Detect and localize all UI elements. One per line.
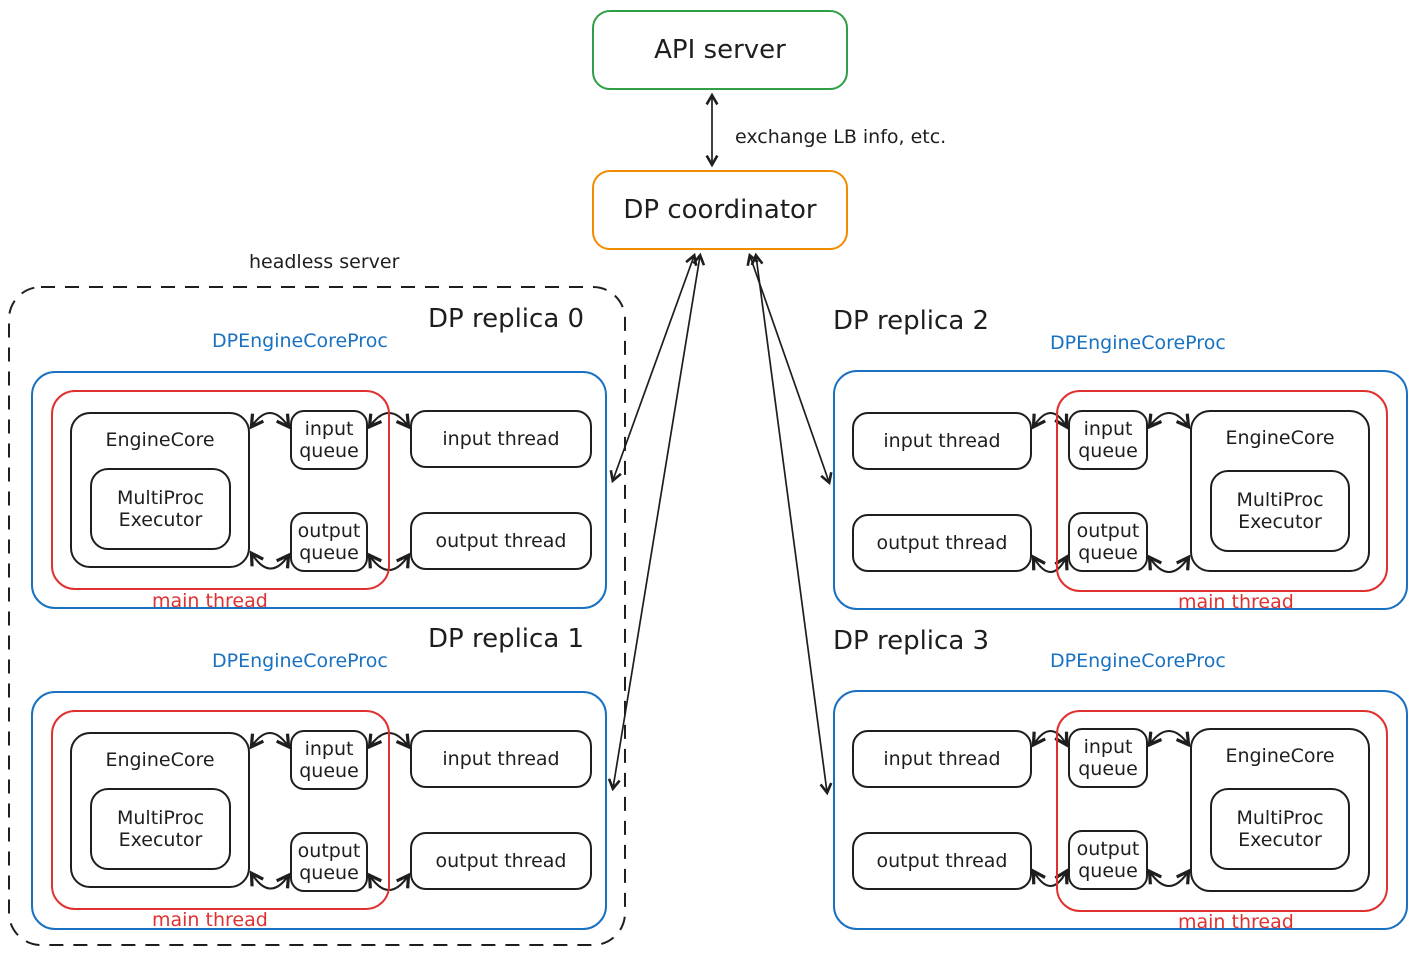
replica0-proc-label: DPEngineCoreProc [212,330,388,352]
replica3-output-queue-box: output queue [1068,830,1148,890]
replica1-output-queue-label: output queue [297,839,361,884]
replica0-executor-label: MultiProc Executor [116,486,205,531]
replica2-input-thread-box: input thread [852,412,1032,470]
replica3-title: DP replica 3 [833,626,990,656]
replica3-engine-core-label: EngineCore [1225,745,1335,767]
replica3-main-thread-label: main thread [1178,911,1294,933]
replica1-input-queue-box: input queue [290,730,368,790]
replica3-main-thread-box [1056,710,1388,912]
replica1-proc-box [31,691,607,930]
replica2-input-thread-label: input thread [883,429,1001,452]
replica1-executor-box: MultiProc Executor [90,788,231,870]
replica1-input-thread-label: input thread [442,747,560,770]
replica1-engine-core-box: EngineCore [70,732,250,888]
replica0-main-thread-box [51,390,390,590]
replica2-executor-label: MultiProc Executor [1236,488,1324,533]
replica2-output-queue-box: output queue [1068,512,1148,572]
replica1-input-queue-label: input queue [299,737,359,782]
replica0-input-thread-box: input thread [410,410,592,468]
replica1-input-thread-box: input thread [410,730,592,788]
replica2-engine-core-box: EngineCore [1190,410,1370,572]
replica3-proc-box [833,690,1408,930]
replica2-output-queue-label: output queue [1076,519,1140,564]
replica2-title: DP replica 2 [833,306,990,336]
replica1-engine-core-label: EngineCore [105,749,215,771]
replica0-output-queue-label: output queue [297,519,361,564]
arrow-coordinator-replica2 [746,252,833,486]
replica2-proc-label: DPEngineCoreProc [1050,332,1226,354]
replica3-output-thread-box: output thread [852,832,1032,890]
replica3-input-thread-label: input thread [883,747,1001,770]
replica0-engine-core-box: EngineCore [70,412,250,568]
replica1-output-queue-box: output queue [290,832,368,892]
replica3-engine-core-box: EngineCore [1190,728,1370,892]
replica3-input-queue-box: input queue [1068,728,1148,788]
replica0-executor-box: MultiProc Executor [90,468,231,550]
arrow-coordinator-replica3 [750,252,833,796]
replica2-main-thread-box [1056,390,1388,592]
replica0-main-thread-label: main thread [152,590,268,612]
replica3-executor-box: MultiProc Executor [1210,788,1350,870]
replica0-input-queue-label: input queue [299,417,359,462]
api-server-label: API server [654,34,786,65]
replica1-executor-label: MultiProc Executor [116,806,205,851]
replica2-proc-box [833,370,1408,610]
exchange-note: exchange LB info, etc. [735,126,947,148]
replica1-proc-label: DPEngineCoreProc [212,650,388,672]
replica2-main-thread-label: main thread [1178,591,1294,613]
replica2-input-queue-label: input queue [1078,417,1138,462]
arrow-coordinator-replica0 [609,252,698,484]
replica0-proc-box [31,371,607,609]
replica3-output-queue-label: output queue [1076,837,1140,882]
replica0-input-queue-box: input queue [290,410,368,470]
replica0-output-thread-label: output thread [435,529,567,552]
replica0-output-thread-box: output thread [410,512,592,570]
replica1-main-thread-box [51,710,390,910]
replica2-input-queue-box: input queue [1068,410,1148,470]
replica3-output-thread-label: output thread [876,849,1008,872]
replica2-engine-core-label: EngineCore [1225,427,1335,449]
replica3-executor-label: MultiProc Executor [1236,806,1324,851]
replica0-engine-core-label: EngineCore [105,429,215,451]
headless-server-label: headless server [249,251,400,273]
replica2-executor-box: MultiProc Executor [1210,470,1350,552]
dp-coordinator-node: DP coordinator [592,170,848,250]
arrow-coordinator-replica1 [607,252,706,792]
replica3-proc-label: DPEngineCoreProc [1050,650,1226,672]
replica0-title: DP replica 0 [428,304,585,334]
replica1-main-thread-label: main thread [152,909,268,931]
replica1-output-thread-label: output thread [435,849,567,872]
replica3-input-thread-box: input thread [852,730,1032,788]
replica3-input-queue-label: input queue [1078,735,1138,780]
replica1-output-thread-box: output thread [410,832,592,890]
api-server-node: API server [592,10,848,90]
replica2-output-thread-label: output thread [876,531,1008,554]
replica1-title: DP replica 1 [428,624,585,654]
replica0-input-thread-label: input thread [442,427,560,450]
dp-coordinator-label: DP coordinator [623,194,817,225]
replica2-output-thread-box: output thread [852,514,1032,572]
replica0-output-queue-box: output queue [290,512,368,572]
